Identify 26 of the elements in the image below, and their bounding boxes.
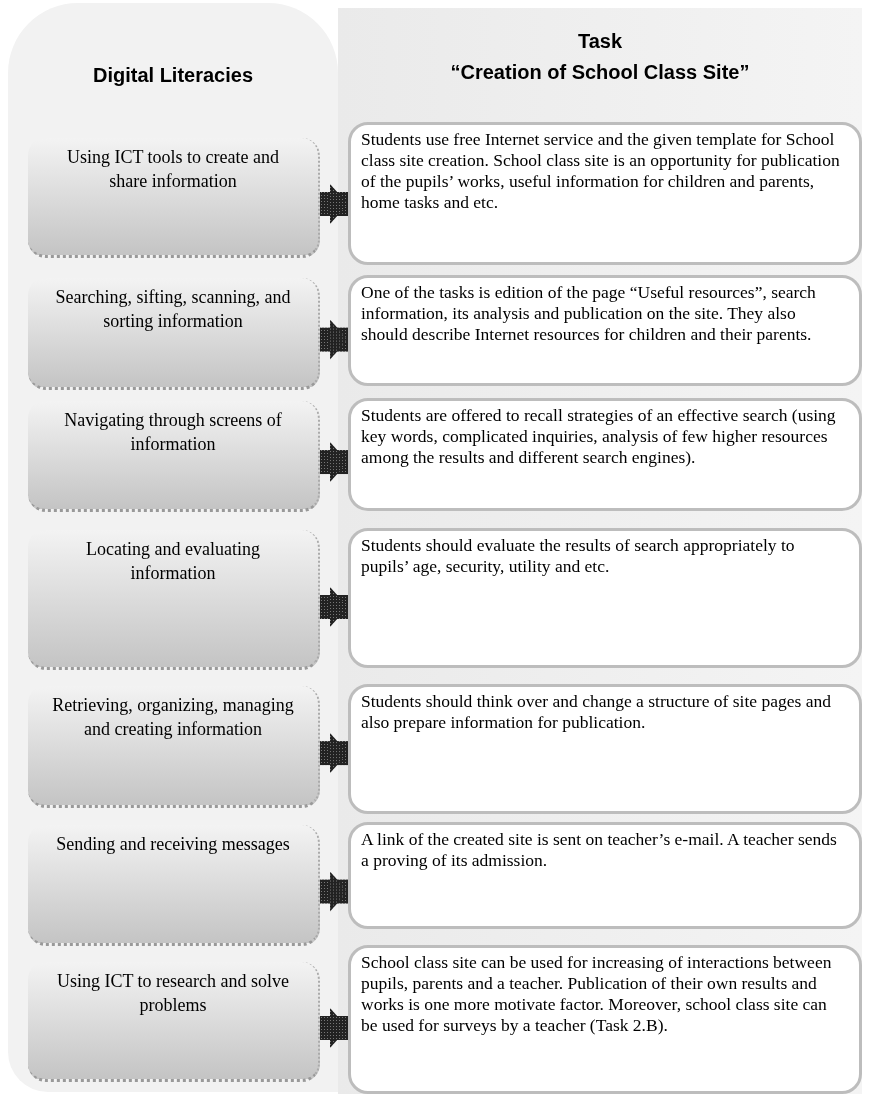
column-panel bbox=[8, 3, 338, 1092]
task-description-box: A link of the created site is sent on teacher’s e-mail. A teacher sends a proving of its admission. bbox=[348, 822, 862, 929]
task-description-box: Students should think over and change a structure of site pages and also prepare information for publication. bbox=[348, 684, 862, 814]
literacy-box: Using ICT to research and solve problems bbox=[28, 962, 320, 1082]
task-description-box: Students should evaluate the results of search appropriately to pupils’ age, security, utility and etc. bbox=[348, 528, 862, 668]
task-description-box: One of the tasks is edition of the page “Useful resources”, search information, its analysis and publication on the site. They also should describe Internet resources for children and their parents. bbox=[348, 275, 862, 386]
literacy-box: Searching, sifting, scanning, and sorting information bbox=[28, 278, 320, 390]
column-heading: “Creation of School Class Site” bbox=[449, 61, 751, 84]
block-arrow bbox=[320, 587, 348, 627]
task-description-box: Students are offered to recall strategies of an effective search (using key words, complicated inquiries, analysis of few higher resources among the results and different search engines). bbox=[348, 398, 862, 511]
block-arrow bbox=[320, 733, 348, 774]
block-arrow bbox=[320, 442, 348, 483]
block-arrow bbox=[320, 184, 348, 224]
block-arrow bbox=[320, 871, 348, 912]
task-description-box: School class site can be used for increasing of interactions between pupils, parents and a teacher. Publication of their own results and works is one more motivate factor. Moreover, school class site can be used for surveys by a teacher (Task 2.B). bbox=[348, 945, 862, 1094]
literacy-box: Navigating through screens of information bbox=[28, 401, 320, 512]
task-description-box: Students use free Internet service and the given template for School class site creation. School class site is an opportunity for publication of the pupils’ works, useful information for children and parents, home tasks and etc. bbox=[348, 122, 862, 265]
task-panel bbox=[338, 8, 862, 1094]
literacy-box: Using ICT tools to create and share information bbox=[28, 138, 320, 258]
block-arrow bbox=[320, 319, 348, 360]
column-heading: Task bbox=[576, 30, 624, 53]
block-arrow bbox=[320, 1008, 348, 1048]
literacy-box: Retrieving, organizing, managing and creating information bbox=[28, 686, 320, 808]
column-heading: Digital Literacies bbox=[91, 64, 255, 87]
literacy-box: Locating and evaluating information bbox=[28, 530, 320, 670]
literacy-box: Sending and receiving messages bbox=[28, 825, 320, 946]
